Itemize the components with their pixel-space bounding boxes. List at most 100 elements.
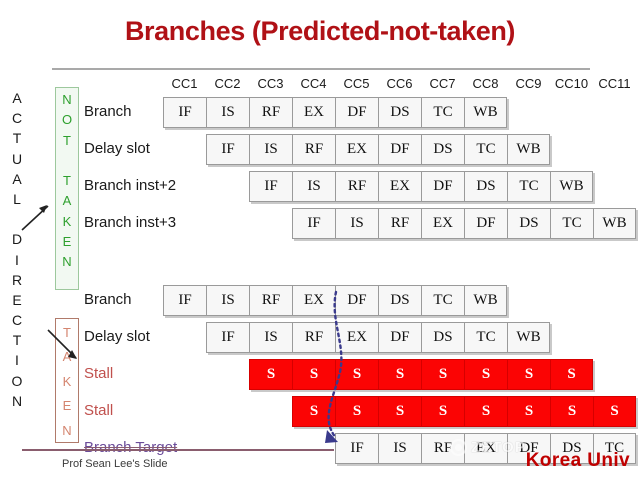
row-label-delay-slot: Delay slot [84,328,150,345]
pipeline-stage-cell: DF [378,322,421,353]
actual-direction-letter: T [12,332,22,349]
pipeline-stage-cell: WB [507,322,550,353]
row-label-branch: Branch [84,103,132,120]
pipeline-stage-cell: IF [249,171,292,202]
pipeline-stage-cell: DF [335,97,378,128]
taken-letter: N [62,422,72,438]
pipeline-stage-cell: IF [335,433,378,464]
pipeline-stage-cell: IS [206,97,249,128]
row-label-branch-target: Branch Target [84,439,178,456]
pipeline-stage-cell: DS [464,171,507,202]
pipeline-stage-cell: IF [163,97,206,128]
title-divider [52,68,590,70]
pipeline-stage-cell: RF [249,97,292,128]
pipeline-stage-cell: EX [292,285,335,316]
row-label-branch: Branch [84,291,132,308]
actual-direction-letter: I [15,251,19,268]
pipeline-stage-cell: TC [507,171,550,202]
actual-direction-letter: D [11,231,23,248]
pipeline-stage-cell: DS [421,322,464,353]
row-label-branch-inst-3: Branch inst+3 [84,214,177,231]
pipeline-stage-cell: S [335,359,378,390]
watermark: ZETOP [450,434,590,460]
pipeline-stage-cell: RF [378,208,421,239]
not-taken-letter: N [62,254,72,270]
pipeline-stage-cell: S [421,359,464,390]
not-taken-letter: K [62,213,72,229]
not-taken-letter [65,151,69,171]
pipeline-stage-cell: S [550,359,593,390]
pipeline-stage-cell: IS [249,134,292,165]
pipeline-stage-cell: WB [464,97,507,128]
pipeline-stage-cell: DF [378,134,421,165]
not-taken-letter: N [62,92,72,107]
taken-letter: K [62,373,72,389]
pipeline-stage-cell: WB [593,208,636,239]
pipeline-stage-cell: S [507,359,550,390]
pipeline-stage-cell: IS [378,433,421,464]
pipeline-stage-cell: IF [163,285,206,316]
pipeline-stage-cell: DF [507,433,550,464]
actual-direction-letter: L [13,190,21,207]
pipeline-stage-cell: DS [378,97,421,128]
pipeline-stage-cell: EX [464,433,507,464]
actual-direction-letter: A [12,170,22,187]
pipeline-stage-cell: S [292,396,335,427]
pipeline-stage-cell: RF [249,285,292,316]
pipeline-stage-cell: S [421,396,464,427]
actual-direction-letter: I [15,352,19,369]
pipeline-stage-cell: DF [421,171,464,202]
pipeline-stage-cell: S [593,396,636,427]
pipeline-stage-cell: TC [464,322,507,353]
cycle-header-cc3: CC3 [257,76,284,91]
not-taken-letter: O [61,112,73,128]
row-label-branch-inst-2: Branch inst+2 [84,177,177,194]
cycle-header-cc1: CC1 [171,76,198,91]
pipeline-stage-cell: S [464,359,507,390]
pipeline-stage-cell: TC [593,433,636,464]
page-title: Branches (Predicted-not-taken) [124,16,516,46]
cycle-header-cc10: CC10 [554,76,589,91]
pipeline-stage-cell: EX [335,322,378,353]
cycle-header-cc2: CC2 [214,76,241,91]
actual-direction-letter: A [12,90,22,106]
pipeline-stage-cell: EX [335,134,378,165]
actual-direction-letter: U [11,150,23,167]
pipeline-stage-cell: IF [206,134,249,165]
pipeline-stage-cell: DS [378,285,421,316]
pipeline-stage-cell: EX [378,171,421,202]
cycle-header-cc9: CC9 [515,76,542,91]
not-taken-letter: T [63,173,71,189]
pipeline-stage-cell: IF [292,208,335,239]
actual-direction-letter: C [11,312,23,329]
actual-direction-letter: N [11,392,23,409]
actual-direction-letter [15,209,19,229]
pipeline-stage-cell: RF [335,171,378,202]
not-taken-letter: T [63,132,71,148]
pipeline-stage-cell: DS [421,134,464,165]
taken-letter: E [62,398,72,414]
row-label-delay-slot: Delay slot [84,140,150,157]
branch-target-underline [22,449,334,451]
cycle-header-cc7: CC7 [429,76,456,91]
watermark-text: ZETOP [471,438,526,456]
pipeline-stage-cell: RF [292,134,335,165]
cycle-header-cc8: CC8 [472,76,499,91]
pipeline-stage-cell: S [292,359,335,390]
pipeline-stage-cell: S [464,396,507,427]
not-taken-letter: E [62,234,72,250]
pipeline-stage-cell: RF [292,322,335,353]
pipeline-stage-cell: DS [550,433,593,464]
pipeline-stage-cell: WB [550,171,593,202]
actual-direction-letter: E [12,291,22,308]
pipeline-stage-cell: IS [292,171,335,202]
pipeline-stage-cell: S [335,396,378,427]
